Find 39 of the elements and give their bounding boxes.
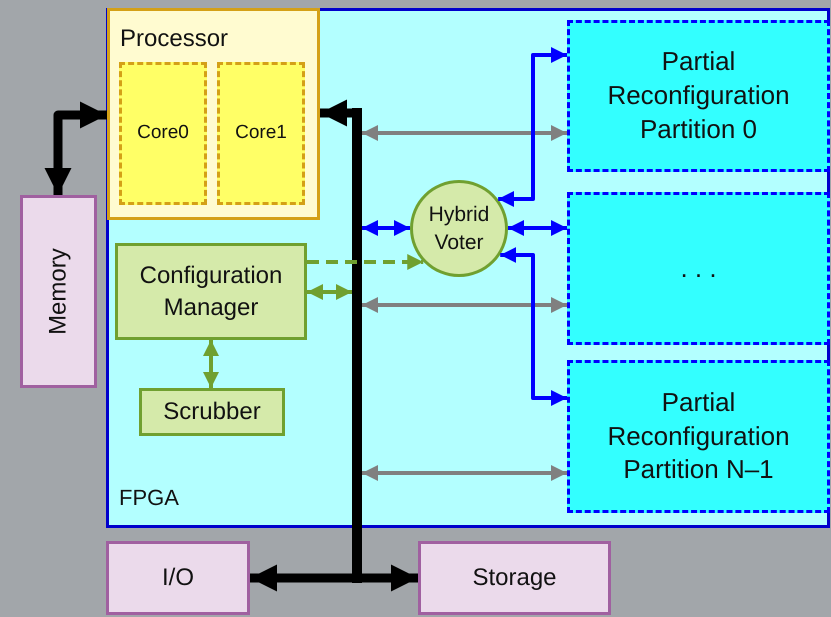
arrow <box>362 220 410 236</box>
arrow <box>307 284 352 300</box>
arrow <box>320 100 352 126</box>
storage-box <box>418 541 611 615</box>
box-label: Memory <box>44 248 73 335</box>
arrow <box>362 564 418 592</box>
fpga-region <box>106 8 830 528</box>
box-title: Processor <box>120 24 228 54</box>
arrow <box>44 102 107 195</box>
box-label: Core1 <box>235 121 287 146</box>
arrow <box>500 247 567 406</box>
box-label: Configuration Manager <box>138 261 284 322</box>
scrubber-box <box>139 388 285 436</box>
arrow <box>307 254 424 270</box>
arrow <box>362 297 567 313</box>
region-label: FPGA <box>119 484 179 512</box>
partition-box <box>567 360 830 513</box>
box-label: . . . <box>680 252 717 285</box>
partition-box <box>567 192 830 345</box>
arrow <box>250 564 352 592</box>
memory-box <box>20 195 97 388</box>
core-box <box>119 62 207 205</box>
box-label: Scrubber <box>163 397 261 428</box>
processor-box <box>107 8 320 220</box>
box-label: Partial Reconfiguration Partition N–1 <box>606 386 791 486</box>
core-box <box>217 62 305 205</box>
partition-box <box>567 20 830 172</box>
box-label: Hybrid Voter <box>428 202 490 256</box>
arrow <box>362 465 567 481</box>
arrow <box>362 125 567 141</box>
arrow <box>203 340 219 388</box>
box-label: I/O <box>162 563 194 594</box>
box-label: Core0 <box>137 121 189 146</box>
box-label: Storage <box>472 563 557 594</box>
io-box <box>106 541 250 615</box>
arrow <box>498 47 567 207</box>
manager-box <box>115 243 307 340</box>
arrow <box>508 220 567 236</box>
box-label: Partial Reconfiguration Partition 0 <box>606 45 791 146</box>
